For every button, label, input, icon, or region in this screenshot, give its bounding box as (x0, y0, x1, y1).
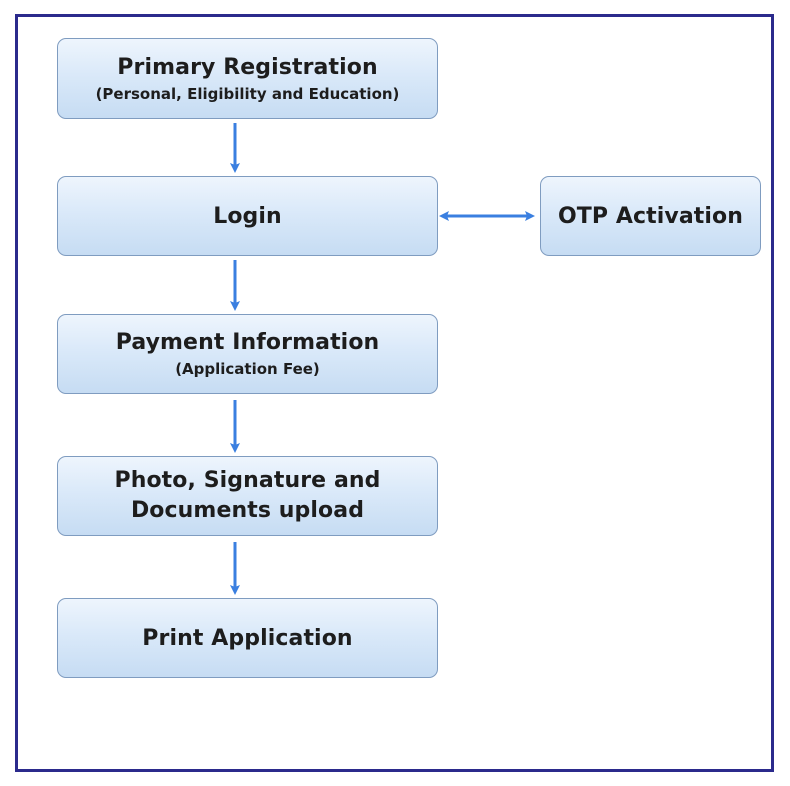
node-payment-information: Payment Information (Application Fee) (57, 314, 438, 394)
node-otp-activation-title: OTP Activation (557, 203, 744, 229)
node-print-application: Print Application (57, 598, 438, 678)
node-otp-activation: OTP Activation (540, 176, 761, 256)
node-login-title: Login (213, 203, 282, 229)
node-payment-information-subtitle: (Application Fee) (175, 360, 320, 378)
node-payment-information-title: Payment Information (115, 330, 380, 355)
node-primary-registration: Primary Registration (Personal, Eligibil… (57, 38, 438, 119)
node-primary-registration-subtitle: (Personal, Eligibility and Education) (95, 84, 400, 103)
node-login: Login (57, 176, 438, 256)
node-photo-signature-upload-title: Photo, Signature and Documents upload (114, 468, 381, 523)
node-photo-signature-upload: Photo, Signature and Documents upload (57, 456, 438, 536)
node-print-application-title: Print Application (142, 625, 353, 651)
node-primary-registration-title: Primary Registration (117, 54, 378, 80)
